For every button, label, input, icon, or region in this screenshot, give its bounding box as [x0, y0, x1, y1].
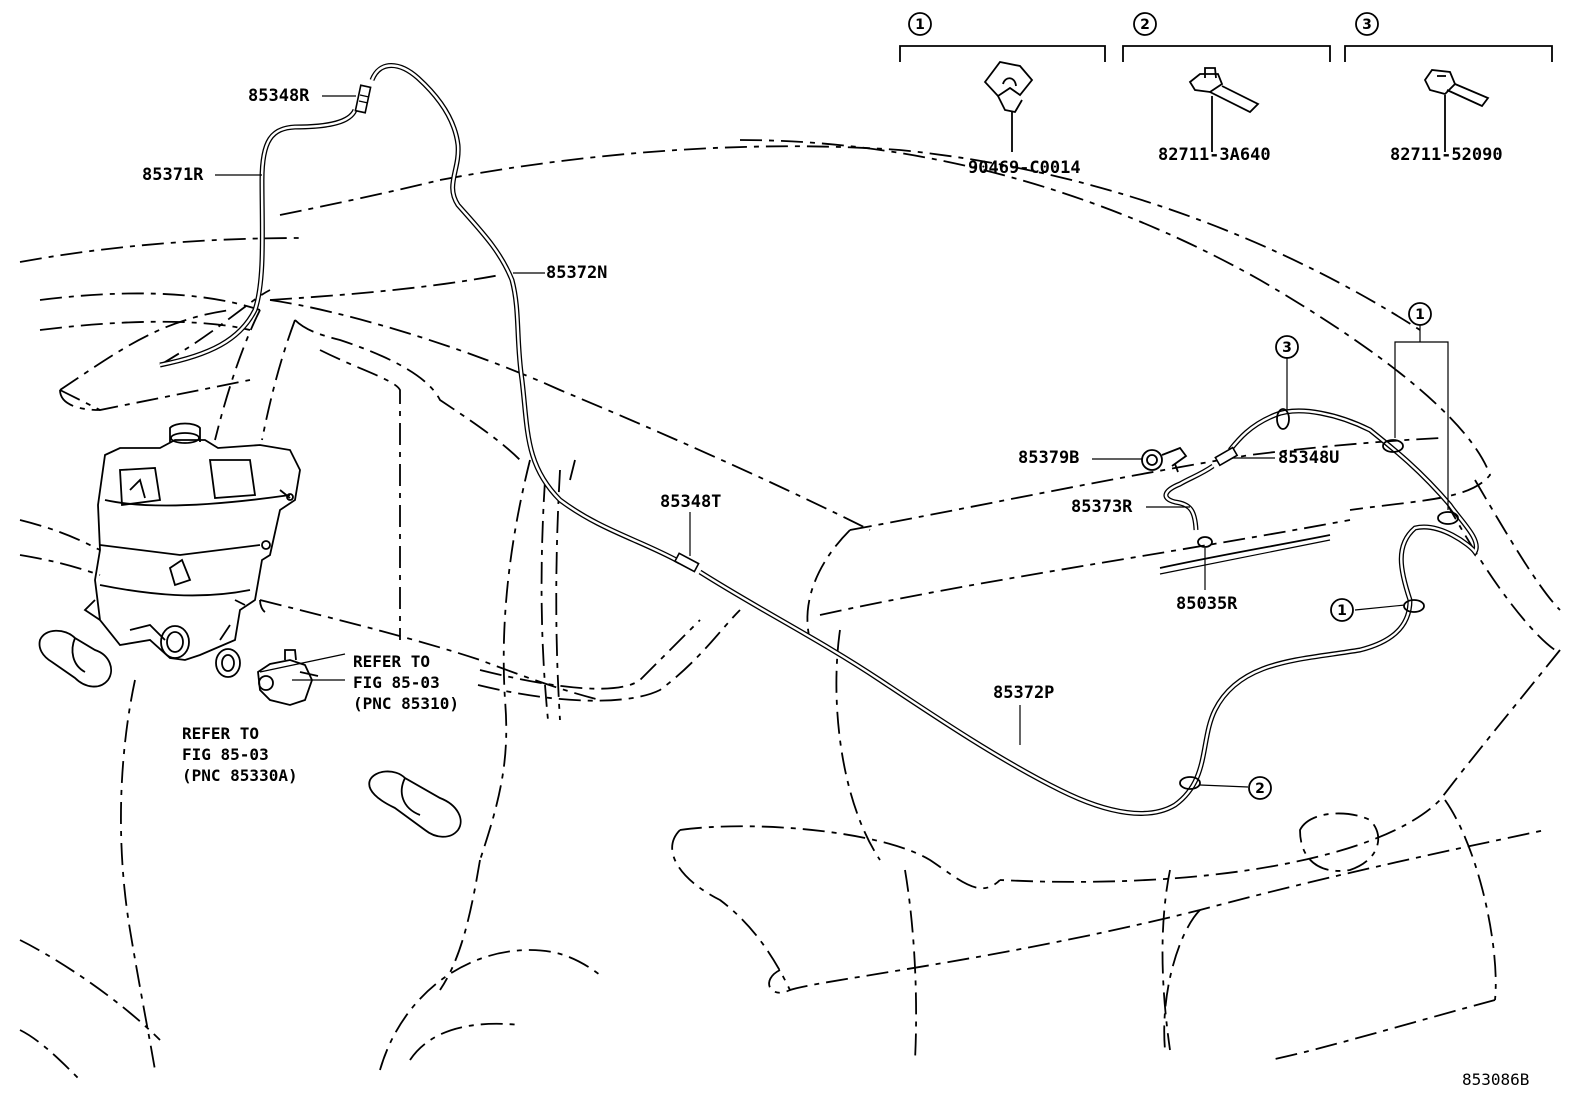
callout-2: 2	[1255, 781, 1265, 797]
legend-num-3: 3	[1362, 17, 1372, 33]
part-label-85373r: 85373R	[1071, 497, 1133, 517]
callout-1-top: 1	[1415, 307, 1425, 323]
refer-note-1-line3: (PNC 85310)	[353, 694, 459, 713]
legend-circle-1	[908, 12, 932, 36]
part-label-85372p: 85372P	[993, 683, 1055, 703]
grommet	[215, 648, 241, 678]
legend-num-2: 2	[1140, 17, 1150, 33]
part-label-85348u: 85348U	[1278, 448, 1340, 468]
callout-circles: 3 1 1 2	[1248, 302, 1432, 800]
refer-note-2-line3: (PNC 85330A)	[182, 766, 298, 785]
part-label-85348r: 85348R	[248, 86, 310, 106]
clip-icon-82711-52090	[1423, 69, 1490, 152]
clip-icon-90469	[983, 61, 1034, 152]
legend-part-82711-52090: 82711-52090	[1390, 145, 1503, 165]
side-mirror-shape	[38, 629, 112, 688]
callout-3: 3	[1282, 340, 1292, 356]
hose-clips	[1179, 408, 1459, 790]
legend-brackets: 1 2 3	[899, 12, 1553, 62]
grommet-85035r	[1197, 536, 1213, 548]
part-label-85371r: 85371R	[142, 165, 204, 185]
joint-85348t	[673, 552, 700, 573]
part-label-85035r: 85035R	[1176, 594, 1238, 614]
joint-85348r	[354, 84, 372, 114]
legend-num-1: 1	[915, 17, 925, 33]
clip-icon-82711-3a640	[1188, 67, 1260, 152]
legend-part-82711-3a640: 82711-3A640	[1158, 145, 1271, 165]
legend-circle-3	[1355, 12, 1379, 36]
part-label-85379b: 85379B	[1018, 448, 1080, 468]
leader-lines	[215, 95, 1449, 788]
nozzle-85379b	[1141, 446, 1188, 473]
refer-note-1-line2: FIG 85-03	[353, 673, 440, 692]
refer-note-2-line2: FIG 85-03	[182, 745, 269, 764]
door-handle-shape	[368, 770, 462, 838]
callout-1-lower: 1	[1337, 603, 1347, 619]
part-label-85348t: 85348T	[660, 492, 722, 512]
refer-note-2-line1: REFER TO	[182, 724, 260, 743]
washer-pump	[257, 649, 319, 706]
legend-part-90469-c0014: 90469-C0014	[968, 158, 1081, 178]
part-label-85372n: 85372N	[546, 263, 608, 283]
joint-85348u	[1214, 446, 1239, 467]
legend-circle-2	[1133, 12, 1157, 36]
diagram-id: 853086B	[1462, 1070, 1530, 1089]
car-body-outline	[19, 139, 1561, 1081]
refer-note-pnc-85310: REFER TO FIG 85-03 (PNC 85310)	[353, 651, 459, 714]
washer-tank	[83, 422, 301, 661]
refer-note-1-line1: REFER TO	[353, 652, 431, 671]
refer-note-pnc-85330a: REFER TO FIG 85-03 (PNC 85330A)	[182, 723, 298, 786]
